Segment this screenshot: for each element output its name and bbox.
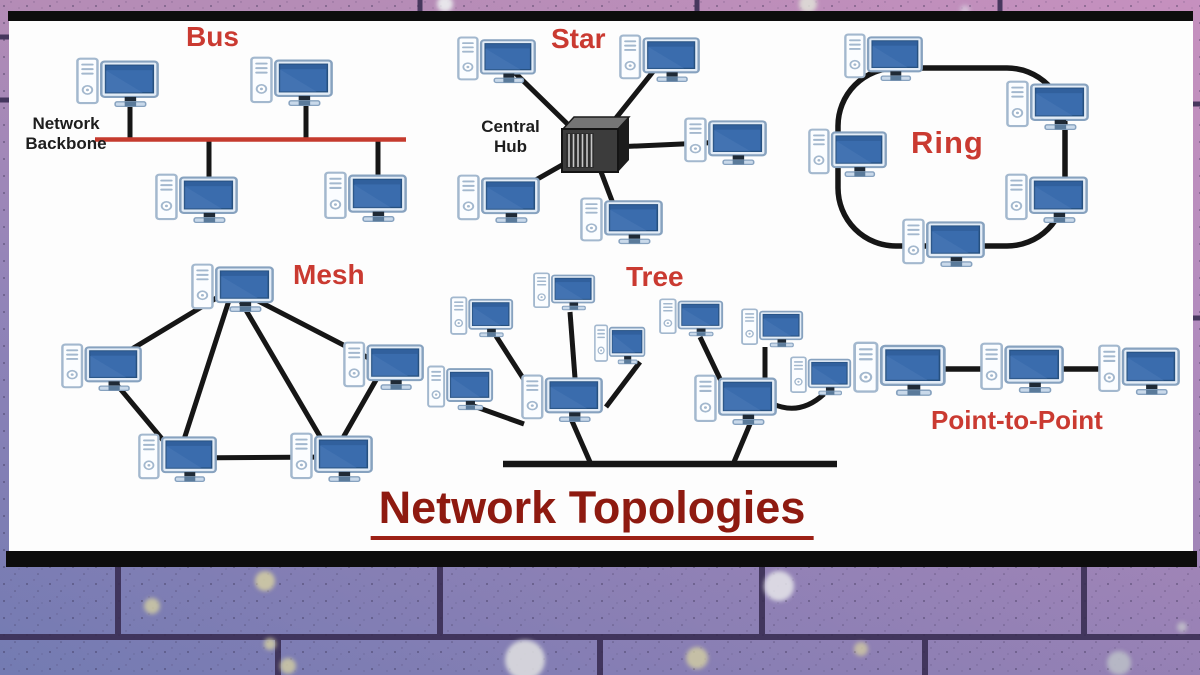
poster-title: Network Topologies bbox=[370, 482, 814, 540]
computer-icon bbox=[457, 36, 536, 84]
computer-icon bbox=[844, 33, 923, 82]
central-hub-label: Central Hub bbox=[481, 117, 540, 157]
star-section-label: Star bbox=[551, 23, 606, 54]
computer-icon bbox=[290, 432, 373, 483]
computer-icon bbox=[250, 56, 333, 107]
computer-icon bbox=[324, 171, 407, 223]
mesh-topology bbox=[61, 263, 424, 483]
computer-icon bbox=[659, 298, 724, 337]
point-to-point-topology bbox=[853, 341, 1180, 397]
central-hub-icon bbox=[561, 116, 631, 173]
computer-icon bbox=[741, 308, 804, 348]
computer-icon bbox=[521, 374, 603, 423]
computer-icon bbox=[684, 117, 767, 166]
board-frame-top bbox=[8, 11, 1193, 21]
computer-icon bbox=[594, 324, 646, 365]
tree-topology bbox=[427, 272, 852, 468]
computer-icon bbox=[457, 174, 540, 224]
ring-topology bbox=[808, 33, 1089, 268]
bus-section-label: Bus bbox=[186, 21, 239, 52]
computer-icon bbox=[1006, 80, 1089, 131]
mesh-links bbox=[100, 285, 387, 461]
computer-icon bbox=[155, 173, 238, 224]
point-to-point-section-label: Point-to-Point bbox=[931, 405, 1103, 435]
mesh-section-label: Mesh bbox=[293, 259, 365, 290]
computer-icon bbox=[980, 342, 1064, 394]
computer-icon bbox=[533, 272, 596, 311]
computer-icon bbox=[343, 341, 424, 391]
board-frame-bottom bbox=[6, 551, 1197, 567]
computer-icon bbox=[1098, 344, 1180, 396]
wall-paint-splotches bbox=[144, 0, 1187, 675]
computer-icon bbox=[694, 374, 777, 426]
computer-icon bbox=[1005, 173, 1088, 224]
star-topology bbox=[457, 34, 767, 245]
computer-icon bbox=[76, 57, 159, 108]
computer-icon bbox=[580, 197, 663, 245]
tree-branch-lines bbox=[467, 311, 837, 468]
ring-section-label: Ring bbox=[911, 125, 984, 160]
computer-icon bbox=[138, 433, 217, 483]
bus-topology bbox=[76, 56, 407, 224]
computer-icon bbox=[902, 218, 985, 268]
computer-icon bbox=[853, 341, 946, 397]
computer-icon bbox=[808, 128, 887, 178]
computer-icon bbox=[61, 343, 142, 392]
computer-icon bbox=[450, 296, 514, 338]
computer-icon bbox=[790, 356, 852, 396]
tree-section-label: Tree bbox=[626, 261, 684, 292]
computer-icon bbox=[427, 365, 494, 411]
network-backbone-label: Network Backbone bbox=[25, 114, 107, 154]
computer-icon bbox=[619, 34, 700, 83]
